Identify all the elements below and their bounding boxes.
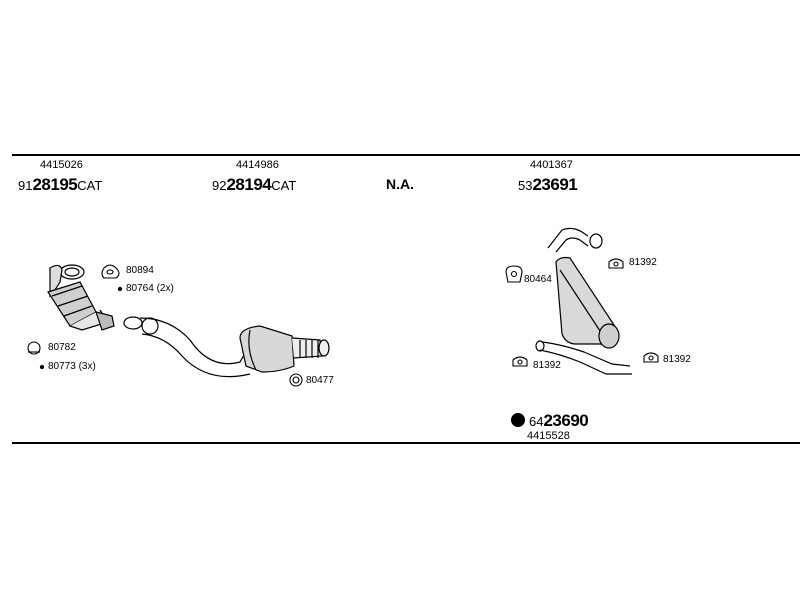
clamp-icon: [27, 341, 41, 355]
not-available-label: N.A.: [386, 176, 414, 192]
part-label: 81392: [663, 354, 691, 365]
part-number: 28194: [226, 175, 272, 194]
bullet-dot-icon: [511, 413, 525, 427]
bottom-divider: [12, 442, 800, 444]
part-number-label: 9128195CAT: [18, 176, 102, 194]
rubber-hanger-icon: [512, 356, 528, 367]
part-number: 28195: [32, 175, 78, 194]
part-label: 80782: [48, 342, 76, 353]
part-prefix: 92: [212, 178, 227, 193]
part-suffix: CAT: [77, 178, 103, 193]
part-prefix: 53: [518, 178, 533, 193]
rubber-hanger-icon: [505, 265, 523, 283]
catalytic-converter-28195-drawing: [47, 264, 115, 331]
part-label: 81392: [629, 257, 657, 268]
part-number: 23691: [532, 175, 578, 194]
part-number-label: 6423690: [529, 411, 589, 430]
part-code-label: 4414986: [236, 159, 279, 171]
rear-silencer-23691-drawing: [535, 227, 632, 375]
part-suffix: CAT: [271, 178, 297, 193]
part-label: 80773 (3x): [48, 361, 96, 372]
part-label: 80894: [126, 265, 154, 276]
part-label: 81392: [533, 360, 561, 371]
rubber-hanger-icon: [643, 352, 659, 363]
part-number-label: 9228194CAT: [212, 176, 296, 194]
part-code-label: 4415026: [40, 159, 83, 171]
part-number: 23690: [543, 411, 589, 430]
top-divider: [12, 154, 800, 156]
part-number-label: 5323691: [518, 175, 578, 194]
part-label: 80764 (2x): [126, 283, 174, 294]
part-label: 80464: [524, 274, 552, 285]
bolt-icon: [117, 286, 123, 292]
part-label: 80477: [306, 375, 334, 386]
clamp-ring-icon: [289, 373, 303, 387]
part-code-label: 4415528: [527, 430, 570, 442]
bolt-icon: [39, 364, 45, 370]
gasket-icon: [101, 264, 120, 279]
catalytic-converter-28194-drawing: [123, 316, 330, 378]
part-prefix: 64: [529, 414, 544, 429]
part-code-label: 4401367: [530, 159, 573, 171]
rubber-hanger-icon: [608, 258, 624, 269]
part-prefix: 91: [18, 178, 33, 193]
